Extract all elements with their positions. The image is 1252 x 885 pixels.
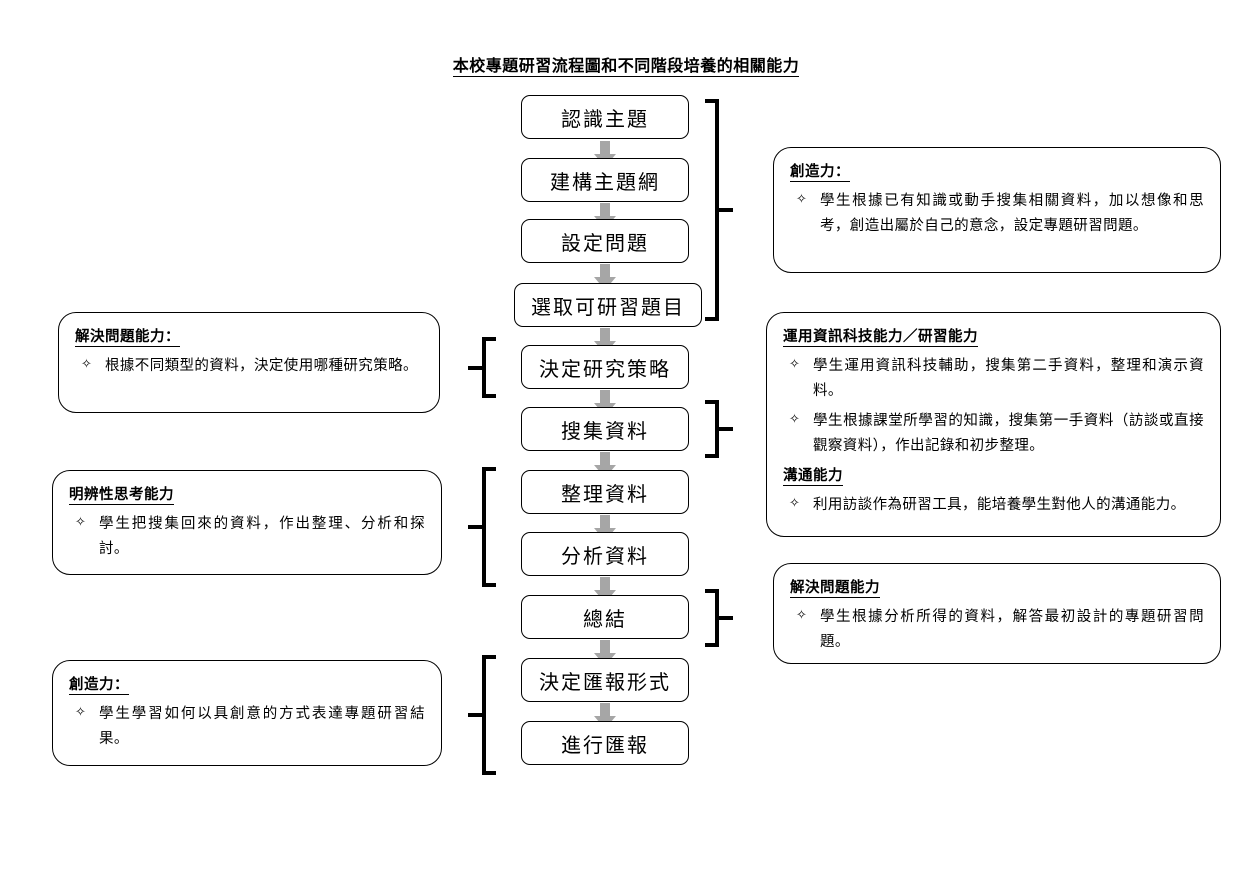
flow-step-4[interactable]: 選取可研習題目 [514,283,702,327]
flow-step-5[interactable]: 決定研究策略 [521,345,689,389]
note-left-1: 解決問題能力： ✧ 根據不同類型的資料，決定使用哪種研究策略。 [58,312,440,413]
note-right-1: 創造力： ✧ 學生根據已有知識或動手搜集相關資料，加以想像和思考，創造出屬於自己… [773,147,1221,273]
note-bullet-text: 利用訪談作為研習工具，能培養學生對他人的溝通能力。 [813,496,1186,513]
note-heading: 運用資訊科技能力／研習能力 [783,325,978,347]
flow-step-7[interactable]: 整理資料 [521,470,689,514]
note-bullet-text: 學生根據分析所得的資料，解答最初設計的專題研習問題。 [820,609,1204,651]
bracket-left-stage-1 [466,337,496,398]
flow-step-label: 整理資料 [561,481,649,506]
note-heading: 明辨性思考能力 [69,483,174,505]
flow-step-label: 分析資料 [561,543,649,568]
diamond-bullet-icon: ✧ [789,357,800,372]
note-bullet-text: 學生根據已有知識或動手搜集相關資料，加以想像和思考，創造出屬於自己的意念，設定專… [820,193,1204,235]
flow-step-label: 進行匯報 [561,732,649,757]
note-heading: 創造力： [790,160,850,182]
page-title-text: 本校專題研習流程圖和不同階段培養的相關能力 [452,56,800,77]
bracket-right-stage-1 [705,99,735,321]
note-bullet-text: 學生把搜集回來的資料，作出整理、分析和探討。 [99,516,425,558]
flow-step-9[interactable]: 總結 [521,595,689,639]
flow-step-6[interactable]: 搜集資料 [521,407,689,451]
flow-step-8[interactable]: 分析資料 [521,532,689,576]
flow-step-label: 決定研究策略 [539,356,671,381]
flow-step-1[interactable]: 認識主題 [521,95,689,139]
note-bullet: ✧ 學生根據課堂所學習的知識，搜集第一手資料（訪談或直接觀察資料），作出記錄和初… [783,409,1204,460]
bracket-right-stage-3 [705,589,735,647]
diamond-bullet-icon: ✧ [75,515,86,530]
flow-step-label: 認識主題 [561,106,649,131]
diamond-bullet-icon: ✧ [796,192,807,207]
note-bullet-text: 學生運用資訊科技輔助，搜集第二手資料，整理和演示資料。 [813,358,1204,400]
diamond-bullet-icon: ✧ [789,495,800,511]
note-right-2: 運用資訊科技能力／研習能力 ✧ 學生運用資訊科技輔助，搜集第二手資料，整理和演示… [766,312,1221,537]
flow-step-2[interactable]: 建構主題網 [521,158,689,202]
flow-step-label: 總結 [583,606,627,631]
flow-step-10[interactable]: 決定匯報形式 [521,658,689,702]
note-left-2: 明辨性思考能力 ✧ 學生把搜集回來的資料，作出整理、分析和探討。 [52,470,442,575]
note-left-3: 創造力： ✧ 學生學習如何以具創意的方式表達專題研習結果。 [52,660,442,766]
flow-step-11[interactable]: 進行匯報 [521,721,689,765]
note-heading: 解決問題能力： [75,325,180,347]
note-bullet-text: 根據不同類型的資料，決定使用哪種研究策略。 [105,358,418,374]
flow-step-label: 設定問題 [561,230,649,255]
note-bullet: ✧ 學生運用資訊科技輔助，搜集第二手資料，整理和演示資料。 [783,354,1204,405]
flow-step-label: 搜集資料 [561,418,649,443]
flow-step-label: 決定匯報形式 [539,669,671,694]
note-bullet: ✧ 學生根據分析所得的資料，解答最初設計的專題研習問題。 [790,605,1204,656]
flow-step-3[interactable]: 設定問題 [521,219,689,263]
note-heading: 創造力： [69,673,129,695]
note-bullet: ✧ 根據不同類型的資料，決定使用哪種研究策略。 [75,354,423,379]
flow-step-label: 選取可研習題目 [531,294,685,319]
note-bullet: ✧ 學生學習如何以具創意的方式表達專題研習結果。 [69,702,425,753]
note-heading-secondary: 溝通能力 [783,464,843,486]
note-right-3: 解決問題能力 ✧ 學生根據分析所得的資料，解答最初設計的專題研習問題。 [773,563,1221,664]
note-bullet-text: 學生根據課堂所學習的知識，搜集第一手資料（訪談或直接觀察資料），作出記錄和初步整… [813,412,1204,455]
note-heading: 解決問題能力 [790,576,880,598]
note-bullet: ✧ 利用訪談作為研習工具，能培養學生對他人的溝通能力。 [783,493,1204,518]
bracket-left-stage-2 [466,467,496,587]
note-bullet-text: 學生學習如何以具創意的方式表達專題研習結果。 [99,706,425,748]
note-bullet: ✧ 學生把搜集回來的資料，作出整理、分析和探討。 [69,512,425,563]
diamond-bullet-icon: ✧ [789,411,800,427]
page-title: 本校專題研習流程圖和不同階段培養的相關能力 [0,52,1252,77]
bracket-left-stage-3 [466,655,496,775]
flow-step-label: 建構主題網 [550,169,660,194]
bracket-right-stage-2 [705,400,735,458]
note-bullet: ✧ 學生根據已有知識或動手搜集相關資料，加以想像和思考，創造出屬於自己的意念，設… [790,189,1204,240]
diamond-bullet-icon: ✧ [796,608,807,623]
diamond-bullet-icon: ✧ [81,357,92,372]
diamond-bullet-icon: ✧ [75,705,86,720]
